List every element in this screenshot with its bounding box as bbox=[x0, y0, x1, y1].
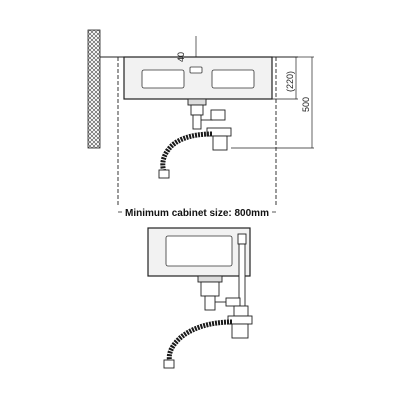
sink-basin-bottom bbox=[147, 227, 251, 277]
cabinet-width-dimension: Minimum cabinet size: 800mm bbox=[118, 205, 276, 219]
sink-basin-top bbox=[123, 56, 273, 100]
dimension-lines-right bbox=[231, 56, 314, 149]
drain-assembly-top bbox=[187, 98, 232, 151]
flexible-hose-bottom bbox=[166, 319, 233, 363]
hose-end-bottom bbox=[163, 359, 175, 369]
dim-500-label: 500 bbox=[301, 97, 311, 112]
dim-220-label: (220) bbox=[285, 71, 295, 92]
cabinet-size-label: Minimum cabinet size: 800mm bbox=[125, 208, 269, 219]
hose-end-top bbox=[158, 169, 170, 179]
flexible-hose-top bbox=[160, 131, 213, 173]
dim-40-label: 40 bbox=[176, 52, 186, 62]
dimension-40: 40 bbox=[176, 36, 197, 62]
wall-hatch bbox=[87, 29, 101, 149]
